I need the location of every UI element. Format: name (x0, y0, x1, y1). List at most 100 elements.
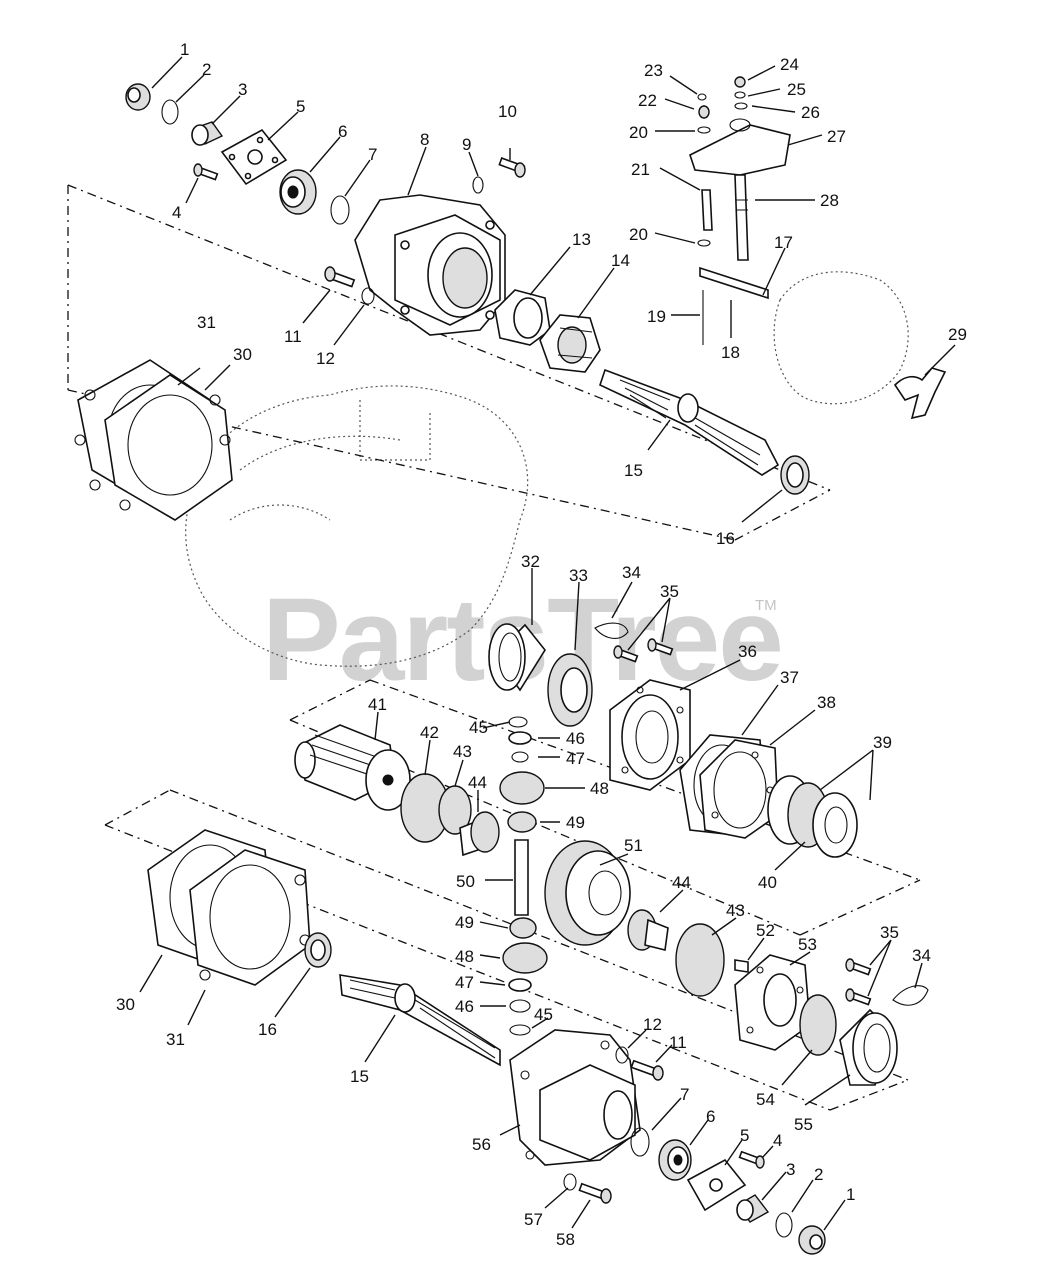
housing-part-8 (354, 194, 506, 336)
callout-21: 21 (631, 160, 650, 179)
callout-12-top: 12 (316, 349, 335, 368)
bearing-part-6 (279, 169, 317, 215)
bolt-part-58 (578, 1182, 612, 1204)
seal-part-16 (780, 455, 810, 495)
nut-part-24 (734, 76, 746, 88)
callout-40: 40 (758, 873, 777, 892)
callout-39: 39 (873, 733, 892, 752)
pinion-part-44b (627, 909, 669, 951)
gear-part-49b (509, 917, 537, 939)
callout-27: 27 (827, 127, 846, 146)
callout-3-top: 3 (238, 80, 247, 99)
callout-30-top: 30 (233, 345, 252, 364)
washer-part-46a (508, 731, 532, 745)
bushing-part-3b (736, 1194, 770, 1223)
callout-58: 58 (556, 1230, 575, 1249)
bolt-part-4 (193, 163, 219, 181)
bolt-part-10 (498, 157, 526, 178)
callout-19: 19 (647, 307, 666, 326)
callout-24: 24 (780, 55, 799, 74)
gear-part-48b (502, 942, 548, 974)
callout-1-top: 1 (180, 40, 189, 59)
top-assembly (74, 76, 947, 521)
washer-part-9 (472, 176, 484, 194)
callout-28: 28 (820, 191, 839, 210)
shaft-part-15 (599, 368, 780, 476)
callout-44-lower: 44 (672, 873, 691, 892)
callout-30-lower: 30 (116, 995, 135, 1014)
callout-41: 41 (368, 695, 387, 714)
pin-part-52 (734, 959, 749, 973)
callout-42: 42 (420, 723, 439, 742)
callout-35-lower: 35 (880, 923, 899, 942)
callout-52: 52 (756, 921, 775, 940)
washer-part-26 (734, 102, 748, 110)
callout-26: 26 (801, 103, 820, 122)
callout-4-top: 4 (172, 203, 181, 222)
washer-part-23 (697, 93, 707, 101)
washer-part-47a (511, 751, 529, 763)
pinion-part-44a (459, 811, 500, 857)
callout-45-upper: 45 (469, 718, 488, 737)
washer-part-57 (563, 1173, 577, 1191)
callout-23: 23 (644, 61, 663, 80)
callout-46-lower: 46 (455, 997, 474, 1016)
washer-part-2b (775, 1212, 793, 1238)
callout-6-lower: 6 (706, 1107, 715, 1126)
callout-33: 33 (569, 566, 588, 585)
callout-20-lower: 20 (629, 225, 648, 244)
callout-15-lower: 15 (350, 1067, 369, 1086)
washer-part-46b (509, 999, 531, 1013)
bearing-cone-part-54 (799, 994, 837, 1056)
callout-17: 17 (774, 233, 793, 252)
ring-part-7 (330, 195, 350, 225)
bearing-part-39 (767, 775, 858, 858)
pin-part-21 (701, 189, 713, 231)
cross-pin-part-50 (514, 839, 529, 916)
washer-part-20a (697, 126, 711, 134)
callout-46-upper: 46 (566, 729, 585, 748)
bolts-part-35b (845, 958, 872, 1006)
shaft-part-15b (339, 974, 501, 1067)
bushing-part-3 (191, 121, 224, 146)
cover-part-53 (734, 954, 811, 1051)
callout-4-lower: 4 (773, 1131, 782, 1150)
lower-assembly (147, 829, 826, 1255)
bolts-part-35a (613, 638, 674, 663)
gear-part-43b (675, 923, 725, 997)
washer-part-12b (615, 1046, 629, 1064)
callout-11-lower: 11 (669, 1033, 687, 1052)
callout-38: 38 (817, 693, 836, 712)
callout-labels: 1 2 3 4 5 6 7 8 9 10 11 12 13 14 15 16 1… (116, 40, 967, 1249)
callout-15-top: 15 (624, 461, 643, 480)
callout-44-upper: 44 (468, 773, 487, 792)
nut-part-1 (125, 83, 151, 111)
washer-part-2 (161, 99, 179, 125)
callout-25: 25 (787, 80, 806, 99)
callout-47-upper: 47 (566, 749, 585, 768)
callout-9: 9 (462, 135, 471, 154)
callout-37: 37 (780, 668, 799, 687)
callout-43-upper: 43 (453, 742, 472, 761)
callout-34-middle: 34 (622, 563, 641, 582)
callout-7-top: 7 (368, 145, 377, 164)
nut-part-22 (698, 105, 710, 119)
plate-part-5b (686, 1158, 747, 1212)
watermark-trademark: TM (755, 597, 777, 614)
nut-part-1b (798, 1225, 826, 1255)
callout-48-lower: 48 (455, 947, 474, 966)
callout-31-lower: 31 (166, 1030, 185, 1049)
callout-14: 14 (611, 251, 630, 270)
callout-34-lower: 34 (912, 946, 931, 965)
washer-part-45b (509, 1024, 531, 1036)
callout-10: 10 (498, 102, 517, 121)
callout-29: 29 (948, 325, 967, 344)
callout-11-top: 11 (284, 327, 302, 346)
bearing-cup-part-32 (488, 623, 546, 692)
callout-12-lower: 12 (643, 1015, 662, 1034)
plate-part-5 (220, 128, 288, 186)
leader-lines (139, 56, 956, 1231)
callout-3-lower: 3 (786, 1160, 795, 1179)
gasket-part-38 (699, 739, 779, 839)
washer-part-12 (361, 287, 375, 305)
